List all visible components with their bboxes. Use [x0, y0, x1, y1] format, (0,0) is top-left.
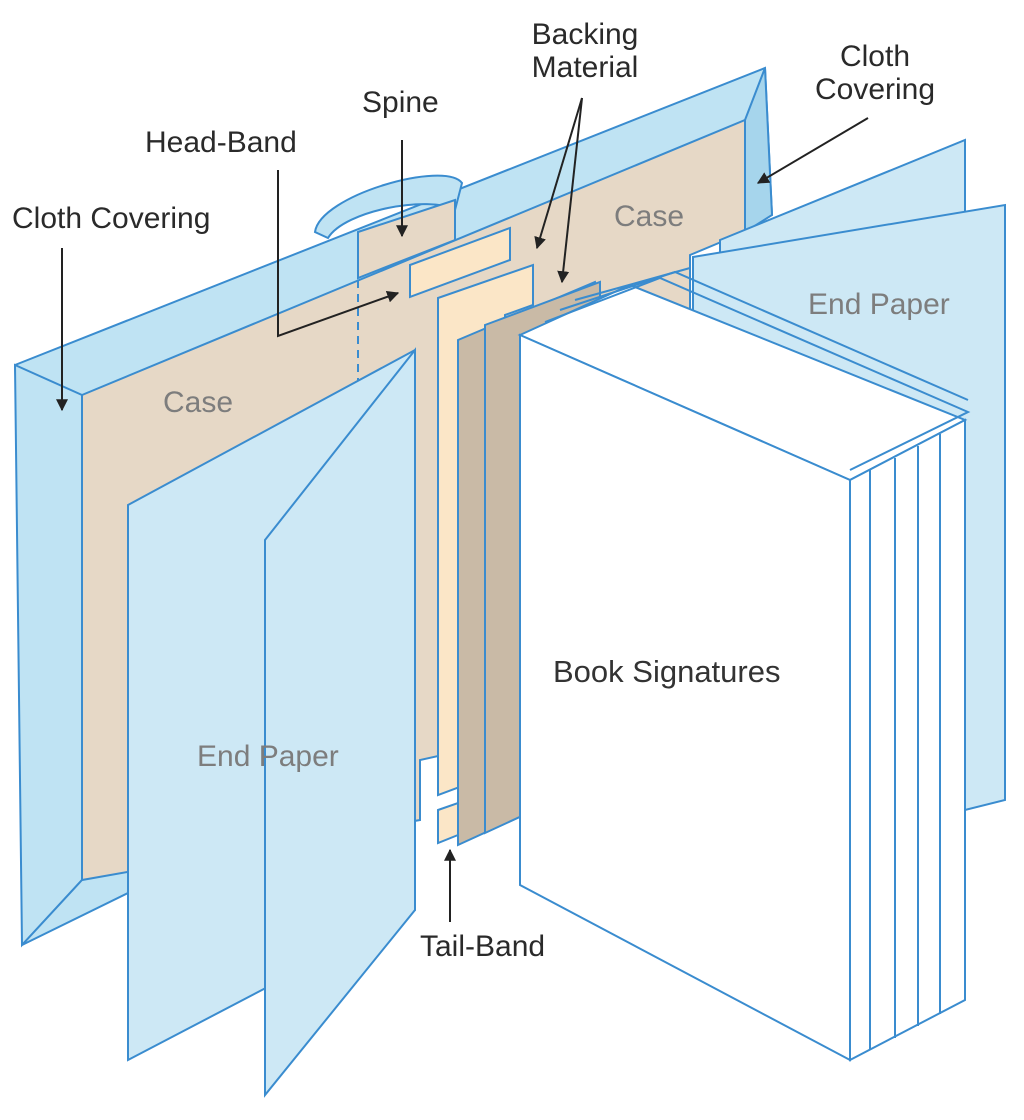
spine-loop — [313, 174, 464, 240]
spine-panel — [357, 198, 456, 280]
label-case-right: Case — [614, 200, 685, 233]
head-band — [409, 226, 511, 299]
label-backing-material: Backing Material — [531, 18, 639, 84]
tail-band — [437, 801, 459, 845]
arrow-backing-material-1 — [534, 97, 583, 250]
label-cloth-covering-left: Cloth Covering — [12, 202, 211, 235]
label-end-paper-right: End Paper — [808, 288, 950, 321]
label-spine: Spine — [362, 86, 439, 119]
cloth-covering-left-edge — [13, 363, 83, 948]
signature-front — [519, 333, 851, 1062]
label-head-band: Head-Band — [145, 126, 297, 159]
end-paper-left — [264, 347, 416, 1098]
label-case-left: Case — [163, 386, 234, 419]
arrow-head-band — [277, 170, 400, 338]
label-end-paper-left: End Paper — [197, 740, 339, 773]
arrow-cloth-covering-right — [756, 117, 869, 184]
label-book-signatures: Book Signatures — [553, 654, 781, 689]
signature-right-stack — [849, 418, 966, 1062]
arrow-backing-material-2 — [557, 97, 583, 284]
label-cloth-covering-right: Cloth Covering — [814, 40, 936, 106]
label-tail-band: Tail-Band — [420, 930, 546, 963]
book-signatures — [517, 267, 971, 1062]
